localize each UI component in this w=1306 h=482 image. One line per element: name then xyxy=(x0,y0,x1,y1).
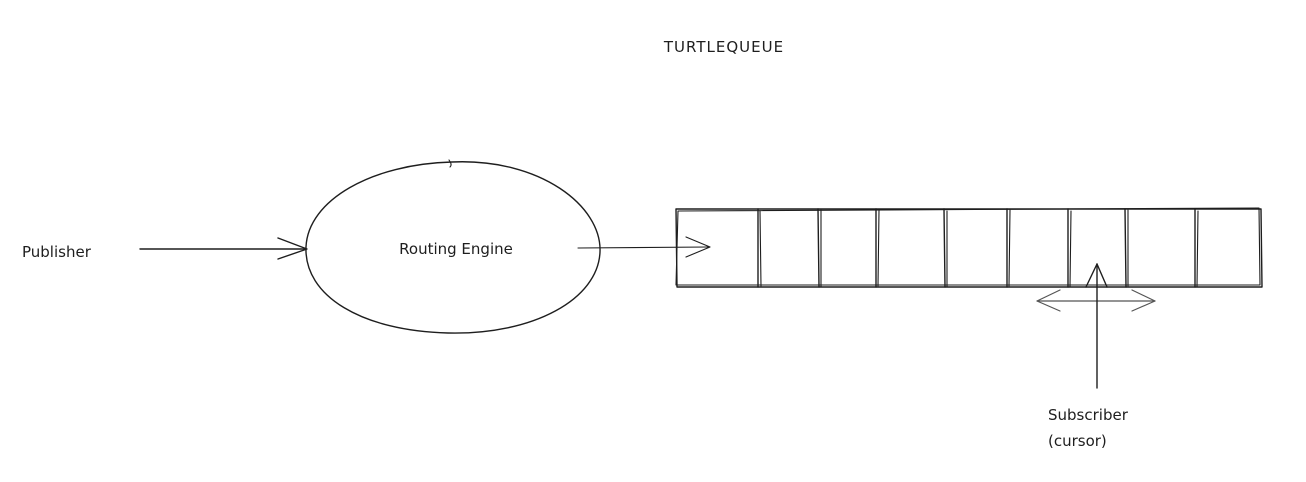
subscriber-cursor-arrow xyxy=(1085,263,1108,389)
cursor-movement-arrow xyxy=(1036,289,1156,312)
subscriber-label-cursor: (cursor) xyxy=(1048,432,1107,450)
routing-engine-node: Routing Engine xyxy=(305,159,601,334)
message-queue xyxy=(675,207,1263,288)
subscriber-label: Subscriber xyxy=(1048,406,1129,424)
arrow-publisher-to-engine xyxy=(139,237,308,260)
publisher-label: Publisher xyxy=(22,243,92,261)
routing-engine-label: Routing Engine xyxy=(399,240,513,258)
arrow-engine-to-queue xyxy=(577,236,711,258)
queue-slot-dividers xyxy=(757,208,1199,288)
diagram-title: TURTLEQUEUE xyxy=(663,38,784,56)
